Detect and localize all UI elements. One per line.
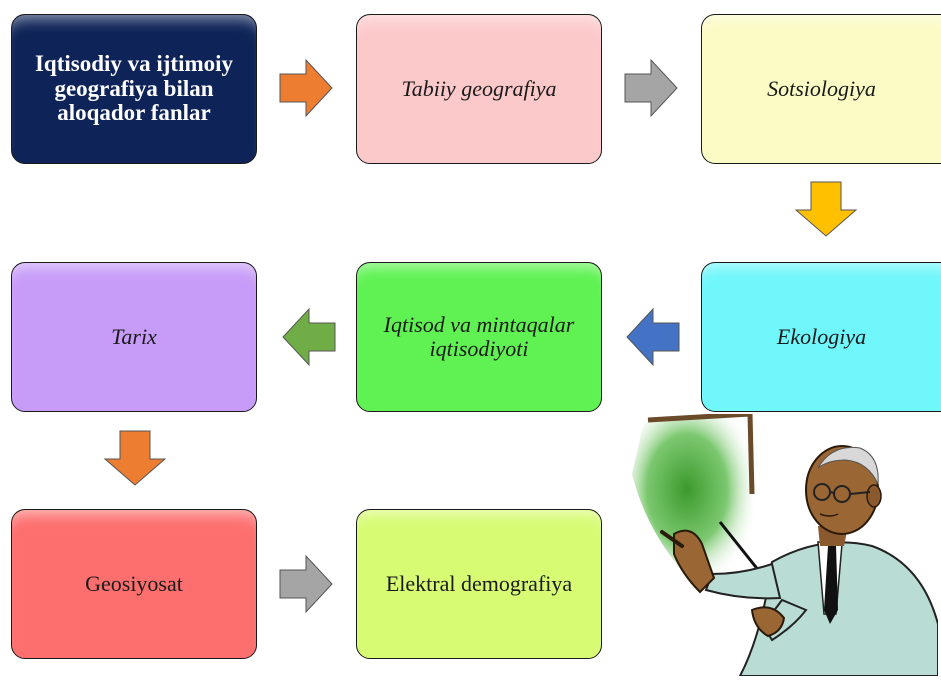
node-label: Tarix [111,324,157,350]
node-label: Sotsiologiya [767,76,876,102]
node-label: Elektral demografiya [385,571,573,597]
node-sotsiologiya: Sotsiologiya [701,14,941,164]
arrow-right-icon [279,554,333,614]
node-label: Ekologiya [776,324,867,350]
arrow-left-icon [626,307,680,367]
node-geosiyosat: Geosiyosat [11,509,257,659]
node-elektral-demografiya: Elektral demografiya [356,509,602,659]
node-label: Tabiiy geografiya [401,76,557,102]
arrow-down-icon [794,181,858,237]
node-tarix: Tarix [11,262,257,412]
arrow-down-icon [103,430,167,486]
node-ekologiya: Ekologiya [701,262,941,412]
arrow-right-icon [624,58,678,118]
node-label: Geosiyosat [85,571,183,597]
node-iqtisod-mintaqalar: Iqtisod va mintaqalar iqtisodiyoti [356,262,602,412]
node-label: Iqtisod va mintaqalar iqtisodiyoti [383,312,575,361]
node-tabiiy-geografiya: Tabiiy geografiya [356,14,602,164]
node-label: Iqtisodiy va ijtimoiy geografiya bilan a… [34,50,234,126]
arrow-right-icon [279,58,333,118]
arrow-left-icon [282,307,336,367]
teacher-illustration [622,411,939,681]
node-iqtisodiy-geografiya: Iqtisodiy va ijtimoiy geografiya bilan a… [11,14,257,164]
